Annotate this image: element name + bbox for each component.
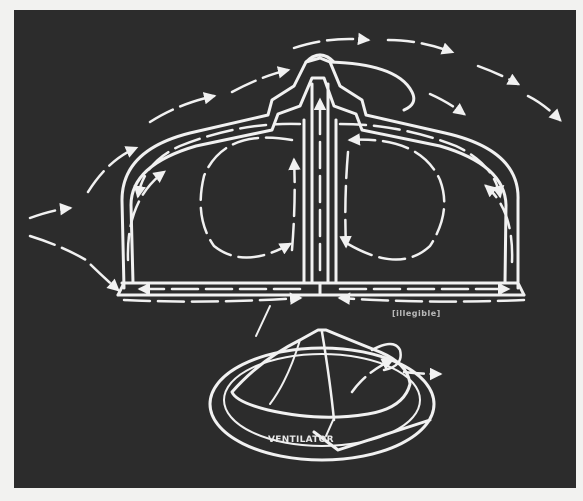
- outside-flow-top-2: [388, 40, 452, 52]
- outside-flow-over-roof-2: [232, 70, 288, 92]
- airflow-arrows: [30, 39, 560, 302]
- underfloor-flow-left: [124, 298, 300, 302]
- outside-flow-top-1: [294, 39, 368, 48]
- outside-flow-right-1: [478, 66, 518, 84]
- ceiling-flow-right-outer: [486, 186, 512, 262]
- outside-flow-right-3: [430, 94, 464, 114]
- outside-flow-over-roof-1: [150, 96, 214, 122]
- outside-flow-left-2: [30, 236, 118, 290]
- room-vortex-left: [201, 138, 292, 258]
- room-vortex-right: [348, 140, 444, 260]
- outside-flow-right-2: [528, 96, 560, 120]
- room-vortex-right-return: [345, 152, 348, 246]
- underfloor-flow-right: [340, 298, 524, 302]
- ventilator-cone-seam: [322, 332, 334, 420]
- outside-flow-left-1: [30, 208, 70, 218]
- label-leader: [326, 418, 334, 436]
- ventilator-cone: [232, 330, 410, 417]
- underfloor-label: [illegible]: [392, 309, 441, 318]
- ventilator-flow-side: [404, 372, 440, 374]
- inner-ceiling-line: [131, 78, 506, 283]
- ventilator-label: VENTILATOR: [268, 435, 334, 445]
- room-vortex-left-return: [292, 160, 295, 250]
- detail-pointer: [256, 306, 270, 336]
